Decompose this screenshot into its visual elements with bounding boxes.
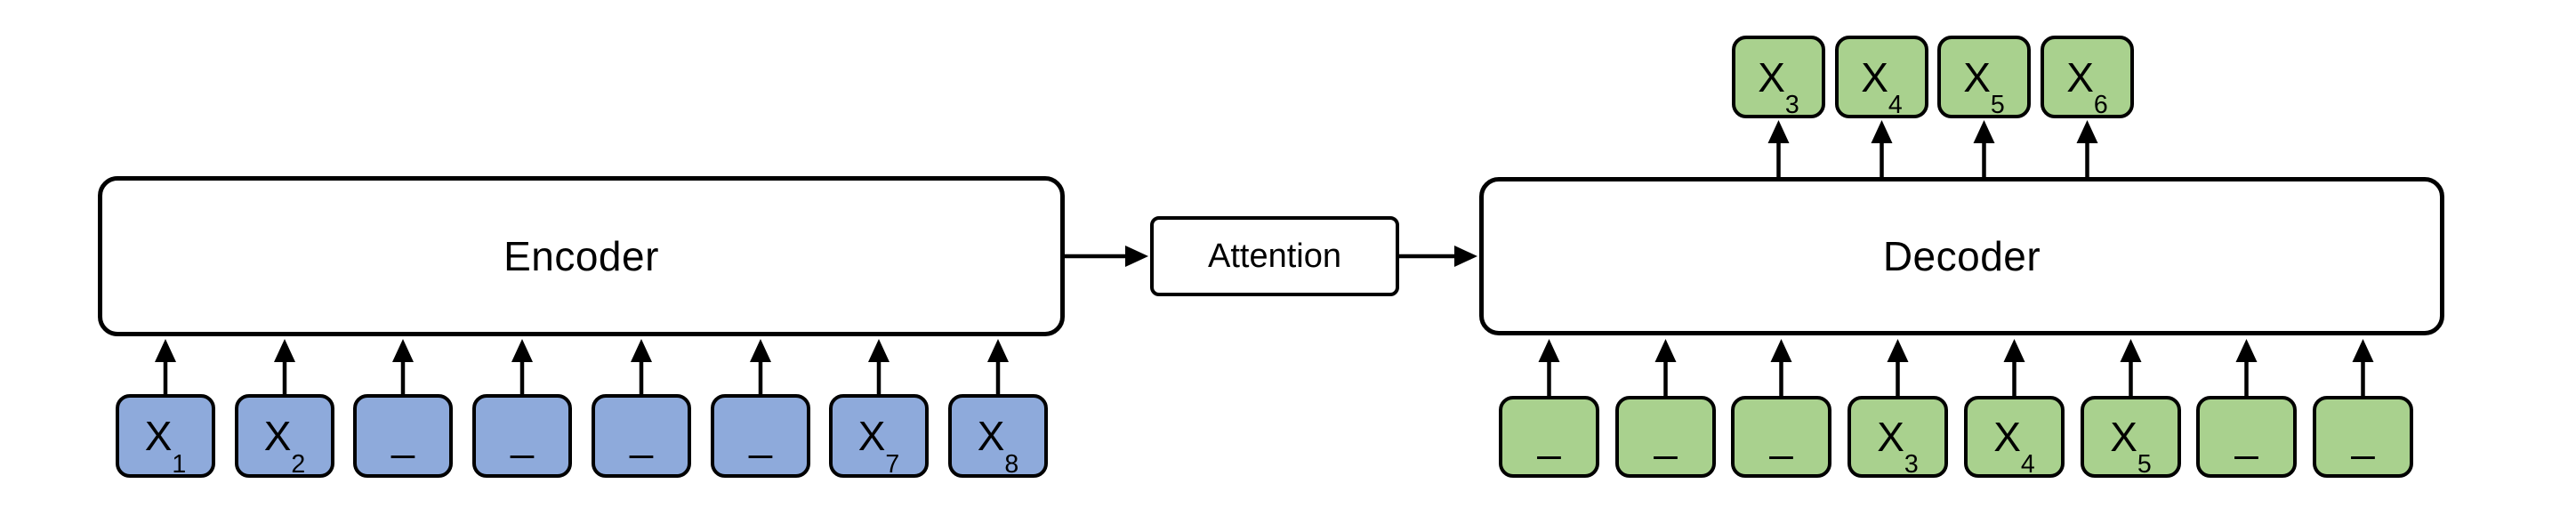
token-label: _ <box>511 413 534 459</box>
arrow <box>631 339 652 394</box>
token-label: _ <box>1654 414 1678 460</box>
token-label: _ <box>2234 414 2258 460</box>
arrow <box>155 339 176 394</box>
encoder-input-token: _ <box>711 394 810 478</box>
arrow <box>2352 339 2374 396</box>
arrow <box>1399 246 1477 267</box>
token-subscript: 4 <box>1888 91 1903 119</box>
arrow <box>1871 120 1893 178</box>
decoder-input-token: _ <box>2313 396 2413 478</box>
attention-box: Attention <box>1150 216 1399 296</box>
token-label: _ <box>391 413 415 459</box>
token-label: X <box>2066 53 2094 101</box>
arrow <box>987 339 1009 394</box>
token-subscript: 1 <box>172 450 187 479</box>
arrow <box>2120 339 2142 396</box>
token-subscript: 2 <box>291 450 306 479</box>
token-subscript: 3 <box>1784 91 1799 119</box>
encoder-label: Encoder <box>503 233 659 279</box>
arrow <box>1654 339 1677 396</box>
encoder-input-token: _ <box>592 394 691 478</box>
token-subscript: 4 <box>2020 450 2035 479</box>
decoder-input-token: _ <box>1731 396 1831 478</box>
token-label: _ <box>1769 414 1793 460</box>
decoder-box: Decoder <box>1479 177 2444 335</box>
encoder-input-token: _ <box>472 394 572 478</box>
attention-label: Attention <box>1208 237 1341 275</box>
arrow <box>511 339 533 394</box>
arrow <box>274 339 295 394</box>
token-subscript: 3 <box>1904 450 1919 479</box>
token-subscript: 5 <box>1990 91 2005 119</box>
decoder-input-token: _ <box>1615 396 1716 478</box>
arrow <box>1973 120 1995 178</box>
arrow <box>2235 339 2258 396</box>
token-subscript: 8 <box>1004 450 1019 479</box>
arrow <box>1887 339 1909 396</box>
token-subscript: 6 <box>2093 91 2108 119</box>
token-label: X <box>1877 414 1904 460</box>
token-subscript: 7 <box>885 450 900 479</box>
token-label: _ <box>2351 414 2375 460</box>
arrow <box>392 339 414 394</box>
token-label: X <box>2110 414 2137 460</box>
token-label: _ <box>749 413 772 459</box>
token-label: X <box>857 413 886 459</box>
decoder-label: Decoder <box>1882 233 2041 279</box>
token-label: X <box>1963 53 1991 101</box>
token-label: _ <box>630 413 653 459</box>
decoder-input-token: _ <box>2196 396 2297 478</box>
arrow <box>1065 246 1148 267</box>
arrow <box>1538 339 1560 396</box>
token-label: X <box>263 413 292 459</box>
decoder-input-token: _ <box>1499 396 1599 478</box>
arrow <box>1767 120 1790 178</box>
token-label: X <box>144 413 173 459</box>
token-label: X <box>1758 53 1785 101</box>
arrow <box>2076 120 2098 178</box>
arrow <box>2003 339 2025 396</box>
token-label: X <box>977 413 1005 459</box>
token-label: X <box>1861 53 1888 101</box>
token-label: _ <box>1537 414 1561 460</box>
encoder-input-token: _ <box>353 394 453 478</box>
arrow <box>750 339 771 394</box>
encoder-box: Encoder <box>98 176 1065 336</box>
token-label: X <box>1993 414 2021 460</box>
arrow <box>868 339 890 394</box>
token-subscript: 5 <box>2137 450 2152 479</box>
arrow <box>1770 339 1792 396</box>
